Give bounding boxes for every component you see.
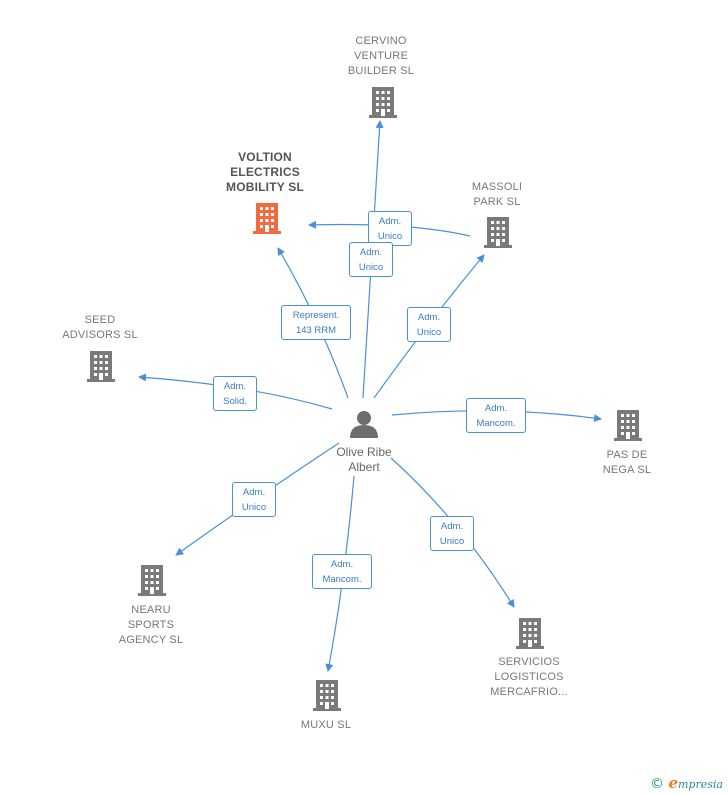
brand-logo[interactable]: © empresia [650, 774, 723, 792]
building-icon-voltion [253, 203, 281, 234]
edge-label-cervino: Adm. Unico [368, 211, 412, 246]
building-icon-servicios [516, 618, 544, 649]
building-icon-seed [87, 351, 115, 382]
brand-name: mpresia [678, 778, 723, 791]
person-name[interactable]: Olive Ribe Albert [336, 445, 392, 474]
edge-label-servicios: Adm. Unico [430, 516, 474, 551]
building-icon-cervino [369, 87, 397, 118]
copyright-icon: © [650, 776, 664, 792]
company-label-cervino[interactable]: CERVINO VENTURE BUILDER SL [347, 35, 415, 77]
building-icon-massoli [484, 217, 512, 248]
brand-initial: e [668, 774, 678, 792]
edge-label-pasdenega: Adm. Mancom. [466, 398, 526, 433]
company-label-seed[interactable]: SEED ADVISORS SL [62, 314, 138, 341]
company-label-nearu[interactable]: NEARU SPORTS AGENCY SL [118, 604, 184, 646]
building-icon-muxu [313, 680, 341, 711]
edge-label-voltion-rep: Represent. 143 RRM [281, 305, 351, 340]
edge-label-seed: Adm. Solid. [213, 376, 257, 411]
edge-label-nearu: Adm. Unico [232, 482, 276, 517]
building-icon-pasdenega [614, 410, 642, 441]
company-label-massoli[interactable]: MASSOLI PARK SL [471, 181, 523, 208]
building-icon-nearu [138, 565, 166, 596]
person-icon [350, 411, 378, 438]
edge-label-massoli: Adm. Unico [407, 307, 451, 342]
company-label-muxu[interactable]: MUXU SL [300, 719, 352, 731]
company-label-servicios[interactable]: SERVICIOS LOGISTICOS MERCAFRIO... [490, 656, 568, 698]
edge-label-voltion-adm: Adm. Unico [349, 242, 393, 277]
company-label-pasdenega[interactable]: PAS DE NEGA SL [602, 449, 652, 476]
company-label-voltion[interactable]: VOLTION ELECTRICS MOBILITY SL [226, 150, 304, 194]
edge-label-muxu: Adm. Mancom. [312, 554, 372, 589]
